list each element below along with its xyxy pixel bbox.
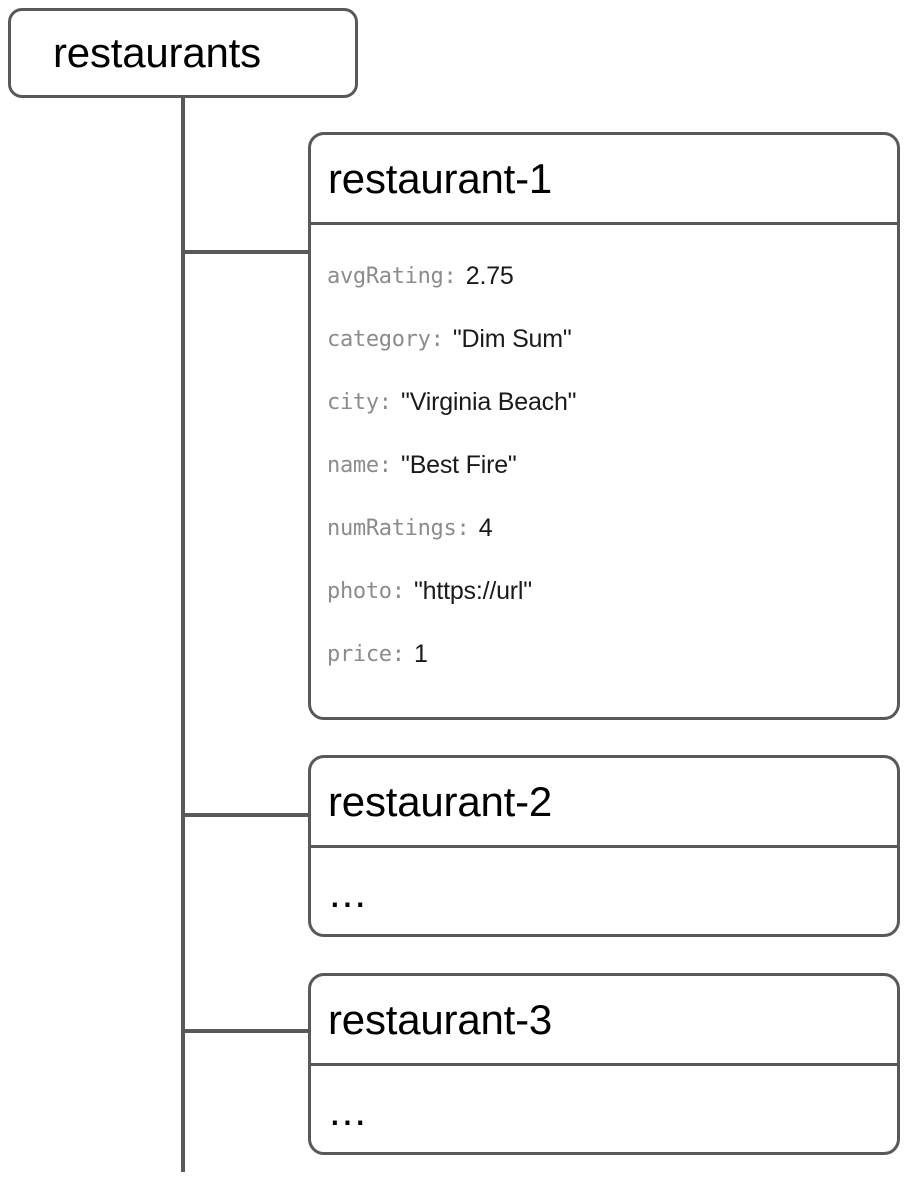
field-colon: : (443, 264, 457, 289)
field-value: 4 (478, 514, 493, 542)
field-colon: : (391, 642, 405, 667)
field-row-avgRating: avgRating : 2.75 (311, 245, 897, 308)
document-card-restaurant-1[interactable]: restaurant-1 avgRating : 2.75 category :… (308, 132, 900, 720)
field-colon: : (391, 579, 405, 604)
field-row-city: city : "Virginia Beach" (311, 371, 897, 434)
field-row-price: price : 1 (311, 623, 897, 686)
field-value: 2.75 (465, 262, 514, 290)
field-key: numRatings (327, 516, 457, 541)
field-value: "Best Fire" (401, 451, 517, 479)
connector-elbow-restaurant-2 (181, 813, 310, 817)
field-colon: : (456, 516, 470, 541)
document-card-header: restaurant-2 (311, 758, 897, 848)
document-card-header: restaurant-3 (311, 976, 897, 1066)
field-key: category (327, 327, 431, 352)
document-title: restaurant-2 (328, 777, 553, 825)
document-title: restaurant-3 (328, 995, 553, 1043)
document-field-list-collapsed: ... (311, 1066, 897, 1152)
field-key: city (327, 390, 379, 415)
document-card-header: restaurant-1 (311, 135, 897, 225)
document-title: restaurant-1 (328, 154, 553, 202)
field-value: "Virginia Beach" (401, 388, 577, 416)
field-value: "Dim Sum" (452, 325, 572, 353)
ellipsis-placeholder: ... (329, 868, 368, 916)
field-row-photo: photo : "https://url" (311, 560, 897, 623)
document-card-restaurant-3[interactable]: restaurant-3 ... (308, 973, 900, 1155)
field-colon: : (378, 453, 393, 478)
field-colon: : (430, 327, 444, 352)
field-key: name (327, 453, 379, 478)
collection-node-restaurants[interactable]: restaurants (8, 8, 358, 98)
field-key: photo (327, 579, 392, 604)
ellipsis-placeholder: ... (329, 1086, 368, 1134)
document-field-list: avgRating : 2.75 category : "Dim Sum" ci… (311, 225, 897, 686)
field-colon: : (378, 390, 393, 415)
connector-elbow-restaurant-1 (181, 250, 310, 254)
field-key: avgRating (327, 264, 444, 289)
field-row-numRatings: numRatings : 4 (311, 497, 897, 560)
field-row-name: name : "Best Fire" (311, 434, 897, 497)
document-field-list-collapsed: ... (311, 848, 897, 934)
field-value: "https://url" (413, 577, 532, 605)
document-card-restaurant-2[interactable]: restaurant-2 ... (308, 755, 900, 937)
field-value: 1 (413, 640, 428, 668)
connector-trunk-line (181, 90, 185, 1172)
collection-label: restaurants (53, 29, 261, 76)
field-row-category: category : "Dim Sum" (311, 308, 897, 371)
connector-elbow-restaurant-3 (181, 1029, 310, 1033)
field-key: price (327, 642, 392, 667)
